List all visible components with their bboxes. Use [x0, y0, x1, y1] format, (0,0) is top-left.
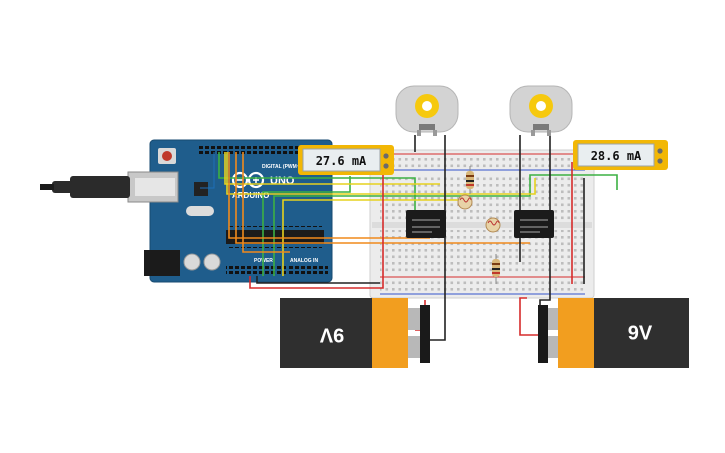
battery-left: 9V: [280, 298, 430, 368]
digital-pin-header: [198, 146, 322, 154]
photoresistor-left: [457, 194, 473, 210]
battery-right: 9V: [538, 298, 689, 368]
breadboard: [369, 149, 595, 299]
analog-pin-header: [288, 266, 328, 274]
analog-pins-label: ANALOG IN: [290, 258, 318, 264]
battery-right-label: 9V: [628, 322, 653, 344]
arduino-brand-label: ARDUINO: [232, 191, 269, 200]
power-pin-header: [226, 266, 286, 274]
ammeter-right-reading: 28.6 mA: [591, 149, 642, 163]
photoresistor-right: [485, 217, 501, 233]
wires: [200, 135, 618, 346]
resistor-top: [466, 166, 474, 194]
ammeter-right: 28.6 mA: [573, 140, 668, 170]
microcontroller-chip: [226, 230, 324, 244]
dc-motor-right: [509, 85, 573, 136]
dc-motor-left: [395, 85, 459, 136]
relay-right: [514, 210, 554, 238]
battery-left-label: 9V: [319, 324, 344, 346]
ammeter-left: 27.6 mA: [298, 145, 394, 175]
usb-cable: [40, 176, 130, 198]
power-jack: [144, 250, 180, 276]
resistor-bottom: [492, 254, 500, 284]
digital-pins-label: DIGITAL (PWM~): [262, 164, 302, 170]
ammeter-left-reading: 27.6 mA: [316, 154, 367, 168]
relay-left: [406, 210, 446, 238]
arduino-logo-icon: [231, 171, 265, 189]
arduino-model-label: UNO: [270, 175, 295, 187]
